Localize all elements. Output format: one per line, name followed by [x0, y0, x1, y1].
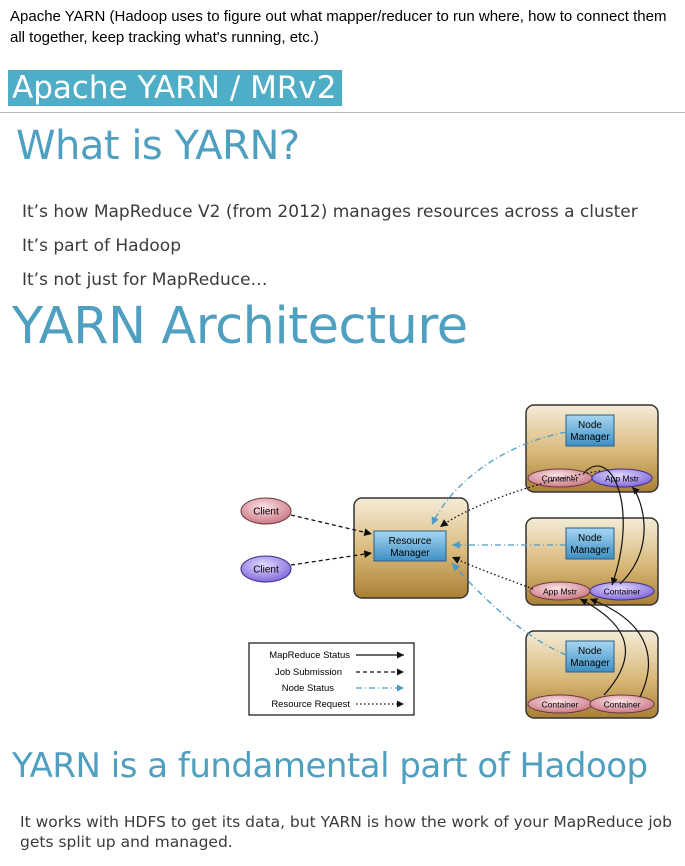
divider	[0, 112, 685, 113]
resource-manager-label-2: Manager	[390, 548, 430, 559]
yarn-fundamental-title: YARN is a fundamental part of Hadoop	[12, 746, 648, 786]
node-1: Node Manager Container App Mstr	[525, 404, 659, 493]
node-manager-label: Node	[578, 646, 602, 657]
footer-text: It works with HDFS to get its data, but …	[20, 813, 673, 851]
resource-manager-label-1: Resource	[389, 536, 432, 547]
bullet-list: It’s how MapReduce V2 (from 2012) manage…	[22, 198, 638, 300]
container-label: Container	[604, 587, 641, 597]
yarn-architecture-title: YARN Architecture	[12, 297, 468, 356]
node-manager-label: Node	[578, 533, 602, 544]
node-manager-label: Manager	[570, 545, 610, 556]
client-label: Client	[253, 565, 279, 576]
container-label: Container	[542, 700, 579, 710]
legend: MapReduce Status Job Submission Node Sta…	[248, 642, 415, 716]
container-label: Container	[604, 700, 641, 710]
what-is-yarn-title: What is YARN?	[16, 123, 300, 169]
mapreduce-status-arrow	[619, 486, 645, 585]
node-manager-label: Manager	[570, 432, 610, 443]
yarn-architecture-diagram: Resource Manager Client Client Node Mana…	[240, 404, 659, 719]
node-2: Node Manager App Mstr Container	[525, 517, 659, 606]
bullet-item: It’s part of Hadoop	[22, 236, 181, 256]
legend-job-submission: Job Submission	[275, 667, 342, 678]
node-3: Node Manager Container Container	[525, 630, 659, 719]
resource-request-arrow	[451, 556, 534, 590]
mapreduce-status-arrow	[583, 465, 624, 586]
intro-note: Apache YARN (Hadoop uses to figure out w…	[10, 8, 667, 46]
legend-resource-request: Resource Request	[271, 699, 350, 710]
node-status-arrow	[451, 562, 567, 656]
legend-mapreduce-status: MapReduce Status	[269, 650, 350, 661]
legend-node-status: Node Status	[282, 683, 335, 694]
bullet-item: It’s how MapReduce V2 (from 2012) manage…	[22, 202, 638, 222]
resource-manager-node: Resource Manager	[353, 497, 469, 599]
app-master-label: App Mstr	[605, 474, 639, 484]
node-status-arrow	[431, 431, 567, 526]
arrows	[290, 431, 649, 698]
mapreduce-status-arrow	[589, 598, 649, 698]
bullet-item: It’s not just for MapReduce…	[22, 270, 268, 290]
node-manager-label: Manager	[570, 658, 610, 669]
mapreduce-status-arrow	[579, 598, 627, 696]
client-pink: Client	[240, 497, 292, 525]
slide-banner: Apache YARN / MRv2	[8, 70, 343, 106]
node-manager-label: Node	[578, 420, 602, 431]
app-master-label: App Mstr	[543, 587, 577, 597]
client-label: Client	[253, 507, 279, 518]
client-purple: Client	[240, 555, 292, 583]
